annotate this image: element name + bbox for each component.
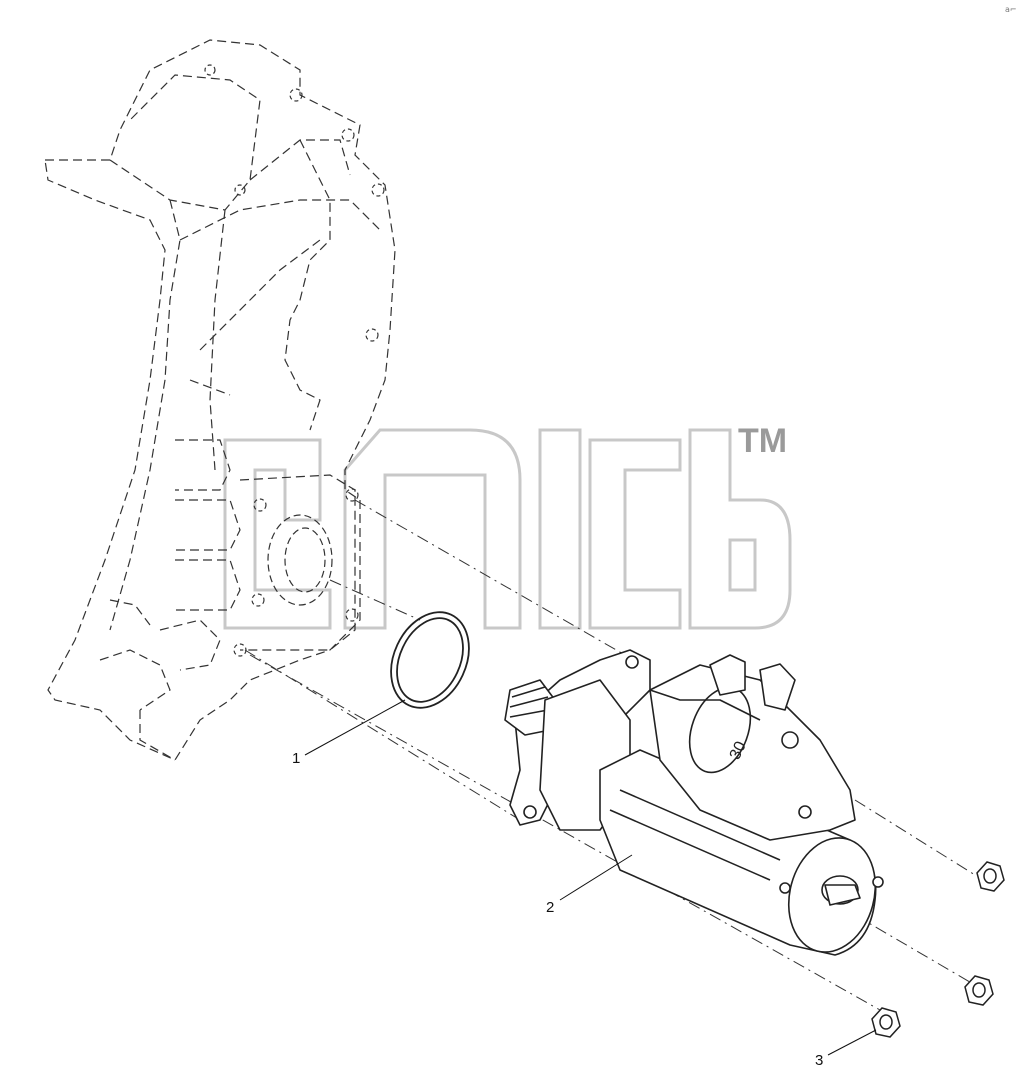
- starter-bore: [267, 514, 333, 606]
- corner-mark: a⌐: [1005, 5, 1017, 14]
- watermark-trademark: TM: [738, 422, 787, 460]
- nut-part-3: [871, 861, 1005, 1038]
- starter-motor-part-2: [504, 649, 884, 956]
- nut-lower: [871, 1007, 901, 1038]
- engine-housing-phantom: [44, 39, 396, 761]
- solenoid-marking: 30: [727, 739, 750, 762]
- nut-middle: [964, 975, 994, 1006]
- o-ring-part-1: [390, 611, 470, 709]
- assembly-lines: [244, 499, 976, 1011]
- callout-1: 1: [292, 750, 300, 767]
- callout-3: 3: [815, 1052, 823, 1069]
- nut-upper: [976, 861, 1005, 892]
- watermark-logo: [223, 428, 792, 630]
- callout-2: 2: [546, 899, 554, 916]
- callout-leaders: [304, 699, 877, 1056]
- housing-bolt-holes: [204, 64, 385, 657]
